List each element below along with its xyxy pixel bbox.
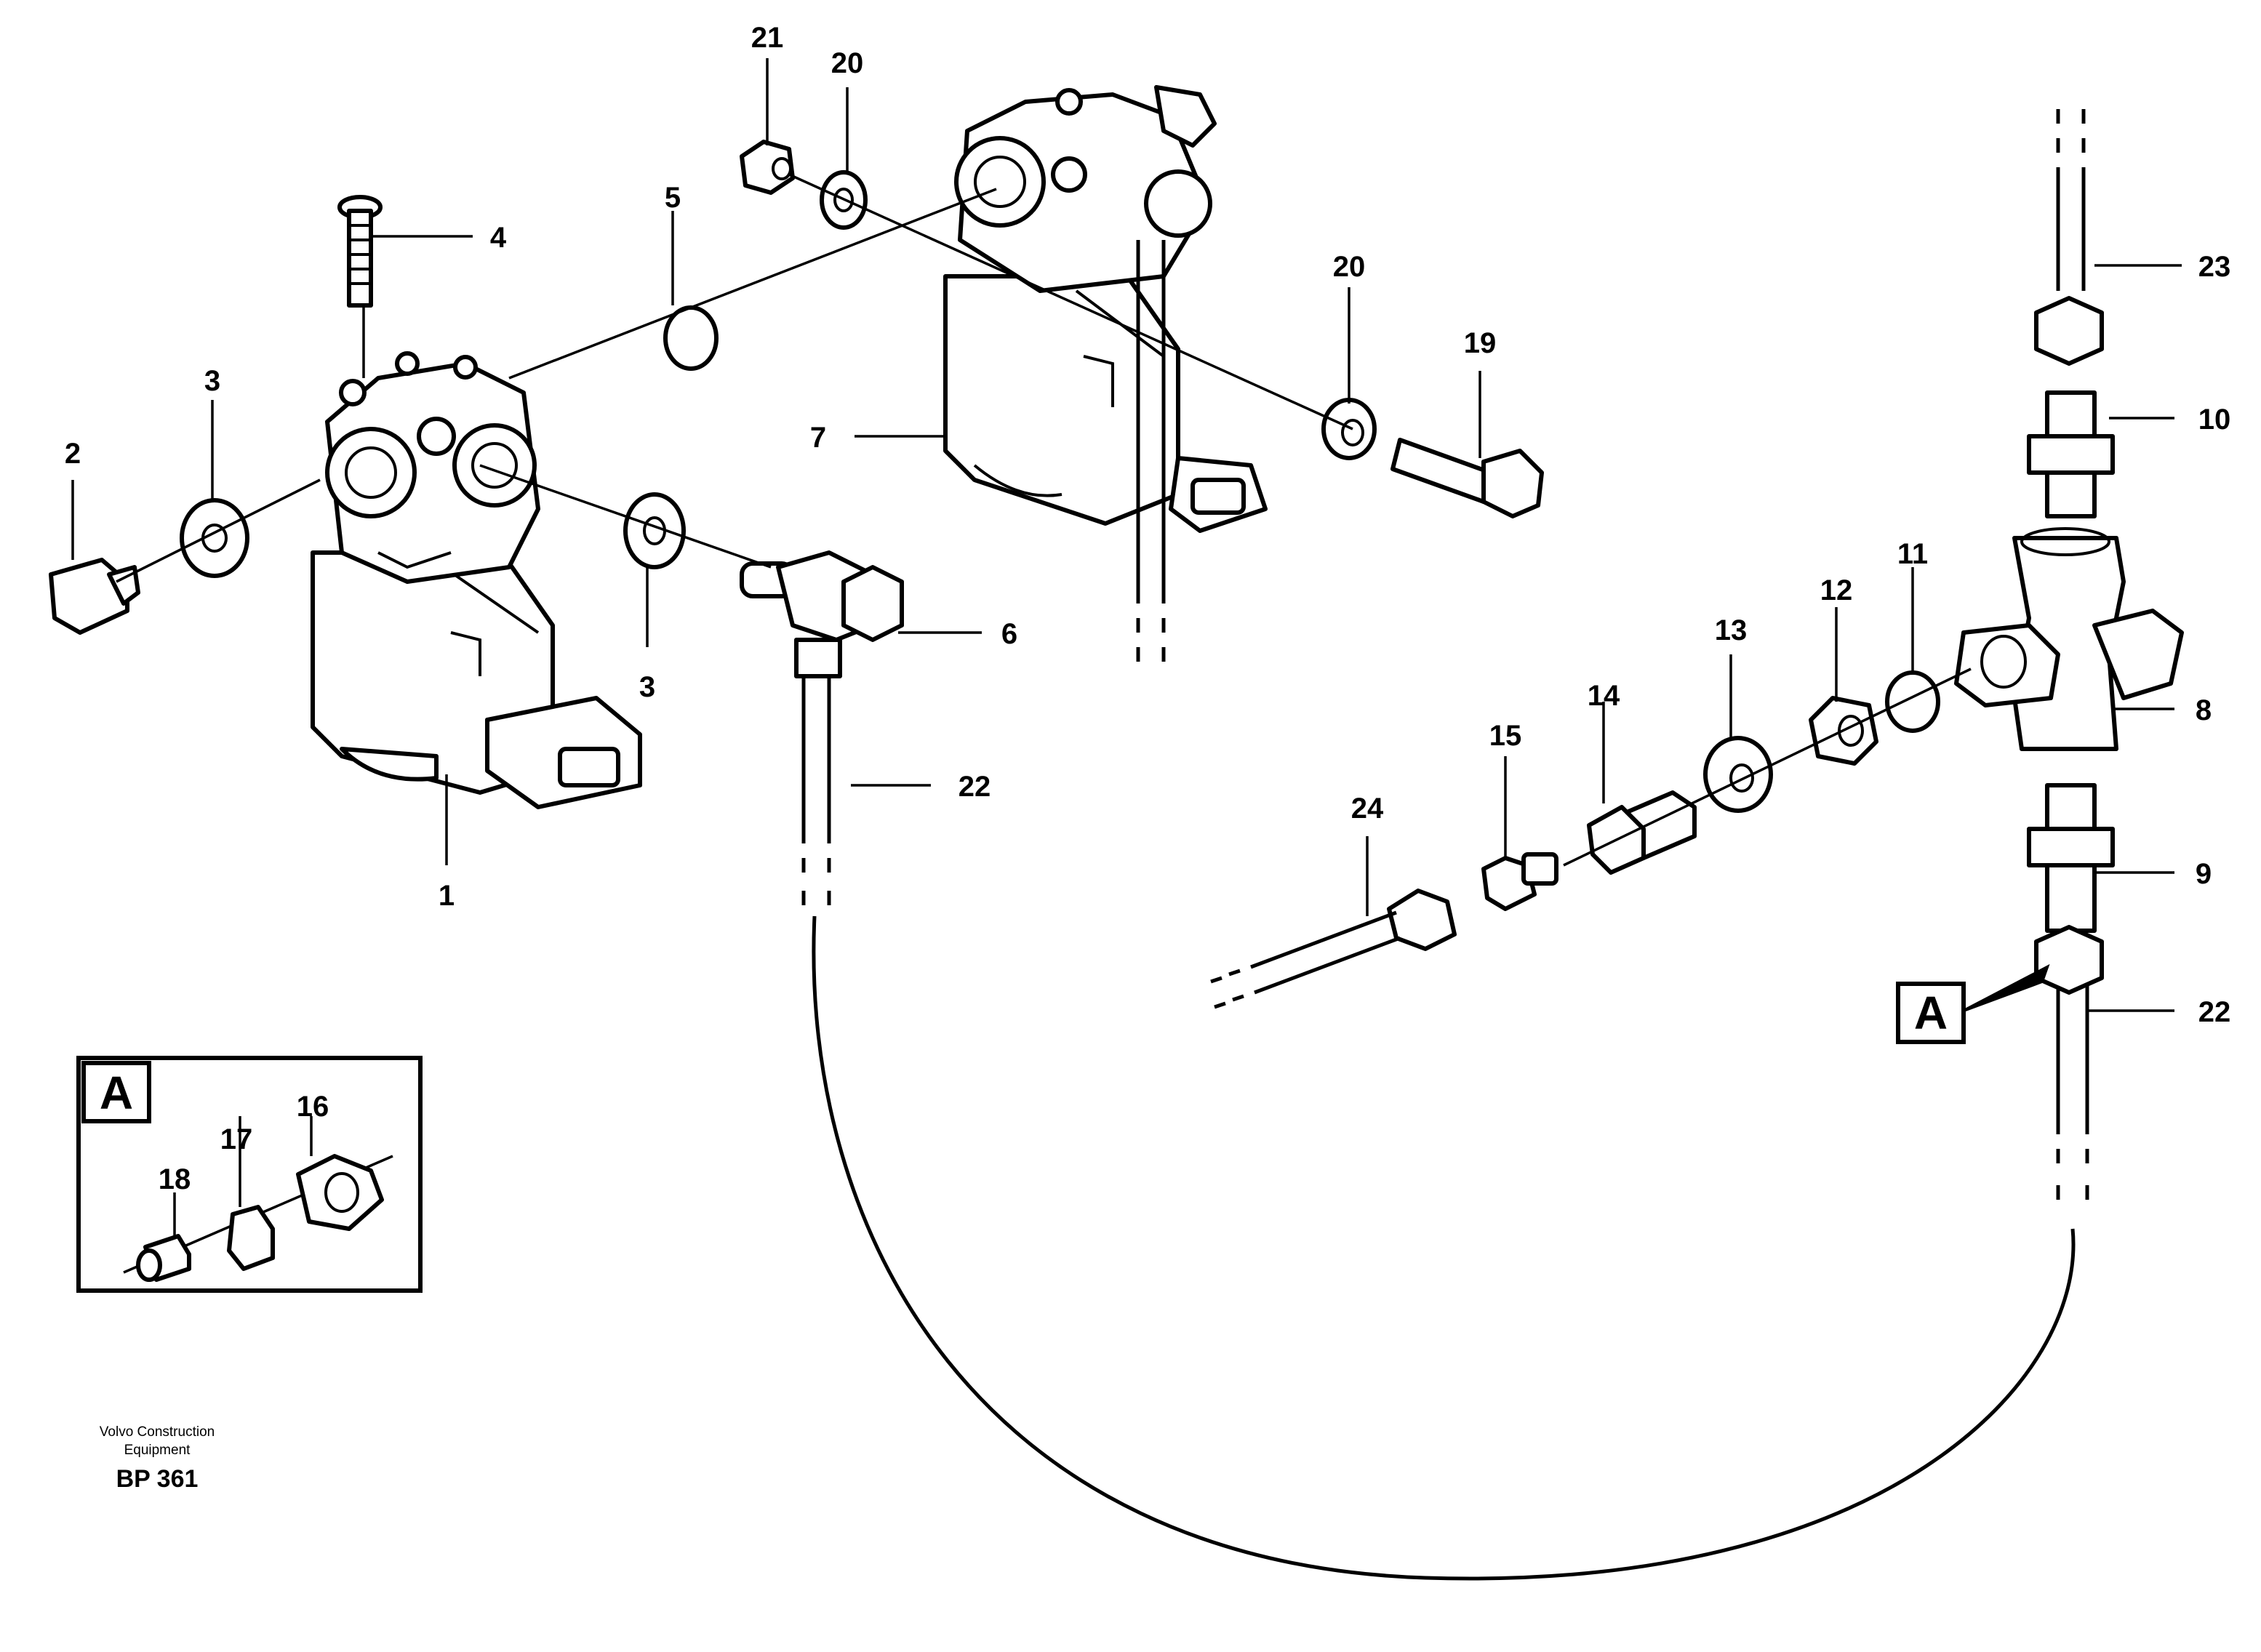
adapter-10 [2027,390,2115,518]
plug-2 [49,558,140,635]
callout-4: 4 [490,222,507,254]
callout-3-left: 3 [204,365,220,397]
callout-3-right: 3 [639,671,655,703]
callouts: 1 2 3 3 4 5 6 7 8 9 10 11 12 13 14 15 16… [65,22,2230,1195]
detail-box-label: A [100,1067,133,1119]
callout-11: 11 [1897,538,1928,570]
washer-20-right [1321,398,1377,460]
callout-22-left: 22 [959,771,991,803]
callout-18: 18 [159,1163,191,1195]
callout-12: 12 [1820,574,1853,606]
washer-3-left [180,498,249,578]
callout-13: 13 [1715,614,1748,646]
callout-9: 9 [2196,858,2212,890]
callout-16: 16 [297,1091,329,1123]
nut-23 [2034,296,2104,366]
callout-14: 14 [1588,680,1620,712]
solenoid-valve-1 [311,351,642,809]
reference-a-label: A [1914,987,1948,1039]
insert-18 [136,1234,191,1282]
detail-box-a: A [76,1056,423,1293]
solenoid-valve-7 [943,85,1268,533]
washer-3-right [623,492,686,569]
callout-20-right: 20 [1333,251,1366,283]
callout-10: 10 [2198,404,2231,436]
o-ring-11 [1885,670,1940,733]
union-14 [1587,790,1697,875]
callout-23: 23 [2198,251,2231,283]
nut-16 [296,1154,384,1231]
callout-1: 1 [439,880,455,912]
adapter-9 [2027,783,2115,933]
callout-7: 7 [810,422,826,454]
footer-company-line2: Equipment [124,1443,191,1458]
o-ring-5 [663,305,719,371]
bolt-19 [1390,438,1544,518]
footer-code: BP 361 [116,1465,199,1493]
callout-20-top: 20 [831,47,864,79]
tee-fitting-8 [1954,527,2184,751]
banjo-fitting-6 [740,550,904,678]
nut-22 [2034,925,2104,995]
callout-19: 19 [1464,327,1497,359]
bolt-4 [337,195,383,308]
ring-17 [227,1205,275,1271]
callout-21: 21 [751,22,784,54]
callout-22-right: 22 [2198,996,2231,1028]
callout-6: 6 [1001,618,1017,650]
callout-5: 5 [665,182,681,214]
washer-13 [1703,736,1773,813]
nut-21 [740,140,795,195]
callout-17: 17 [220,1123,253,1155]
callout-8: 8 [2196,694,2212,726]
callout-2: 2 [65,438,81,470]
reference-a: A [1896,963,2050,1044]
leader-lines [71,58,2182,1236]
footer-company-line1: Volvo Construction [100,1424,215,1440]
nipple-15 [1481,852,1558,911]
footer: Volvo Construction Equipment BP 361 [100,1424,215,1493]
callout-15: 15 [1489,720,1522,752]
callout-24: 24 [1351,793,1384,825]
